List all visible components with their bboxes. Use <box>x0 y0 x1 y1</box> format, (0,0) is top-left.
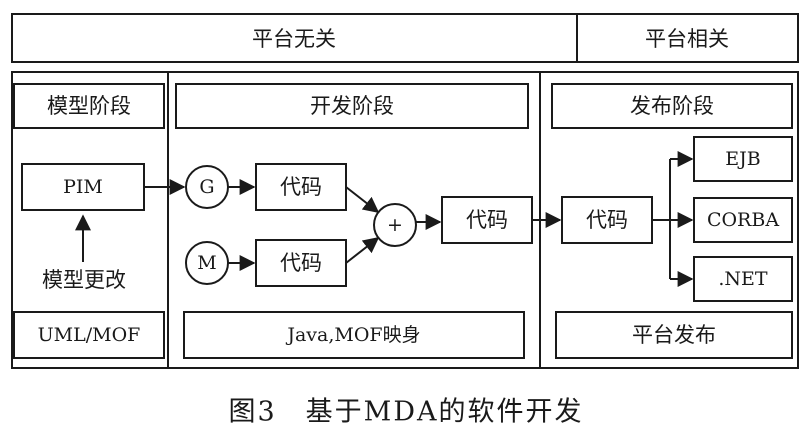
ejb-label: EJB <box>725 148 760 170</box>
model-change-label: 模型更改 <box>42 268 126 292</box>
code-top-to-plus-arrow <box>345 186 380 213</box>
model-column: PIM 模型更改 UML/MOF <box>13 163 165 359</box>
corba-box <box>693 197 793 243</box>
uml-mof-box <box>13 311 165 359</box>
main-frame-border <box>11 71 799 369</box>
header-frame <box>11 13 799 63</box>
release-stage-label: 发布阶段 <box>630 94 714 118</box>
net-box <box>693 256 793 302</box>
model-stage-box <box>13 83 165 129</box>
development-stage-label: 开发阶段 <box>310 94 394 118</box>
g-node-label: G <box>199 176 214 198</box>
net-label: .NET <box>718 268 768 290</box>
release-stage-box <box>551 83 793 129</box>
development-column: G M 代码 代码 + 代码 Java,MOF映身 <box>183 163 533 359</box>
release-column: 代码 EJB CORBA .NET 平台发布 <box>555 136 793 359</box>
ejb-box <box>693 136 793 182</box>
platform-dependent-label: 平台相关 <box>645 27 729 51</box>
release-code-label: 代码 <box>586 208 628 232</box>
development-stage-box <box>175 83 529 129</box>
code-top-label: 代码 <box>280 175 322 199</box>
platform-release-label: 平台发布 <box>632 323 716 347</box>
code-merged-label: 代码 <box>466 208 508 232</box>
plus-node-label: + <box>387 214 403 236</box>
pim-label: PIM <box>63 176 103 198</box>
pim-box <box>21 163 145 211</box>
figure-caption: 图3 基于MDA的软件开发 <box>229 397 584 428</box>
m-node-label: M <box>197 252 216 274</box>
code-bottom-label: 代码 <box>280 251 322 275</box>
plus-node <box>373 203 417 247</box>
java-mof-box <box>183 311 525 359</box>
platform-release-box <box>555 311 793 359</box>
header-bar: 平台无关 平台相关 <box>11 13 799 63</box>
code-bottom-to-plus-arrow <box>345 237 380 264</box>
corba-label: CORBA <box>707 209 779 231</box>
stage-headers: 模型阶段 开发阶段 发布阶段 <box>13 83 793 129</box>
platform-independent-label: 平台无关 <box>252 27 336 51</box>
model-stage-label: 模型阶段 <box>47 94 131 118</box>
code-bottom-box <box>255 239 347 287</box>
java-mof-label: Java,MOF映身 <box>285 324 420 346</box>
uml-mof-label: UML/MOF <box>38 324 141 346</box>
